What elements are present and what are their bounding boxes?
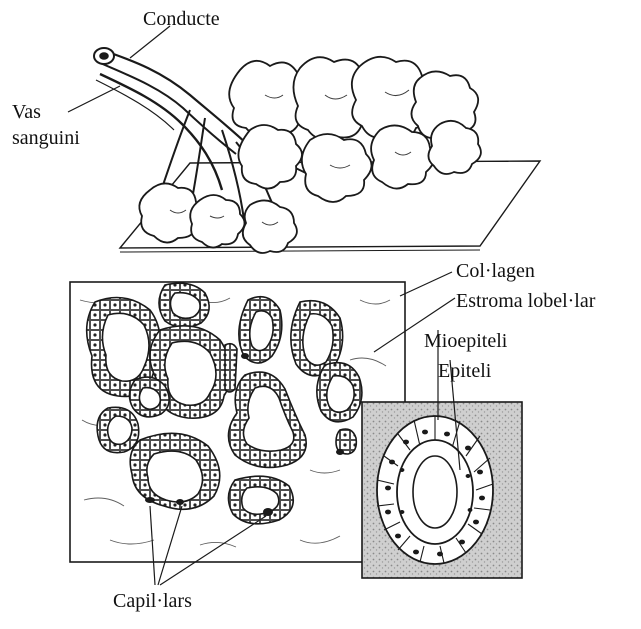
label-collagen: Col·lagen (456, 260, 535, 282)
label-epiteli: Epiteli (438, 360, 491, 382)
label-mioepiteli: Mioepiteli (424, 330, 507, 352)
leader-lines-top (68, 26, 170, 112)
label-sanguini: sanguini (12, 127, 80, 149)
label-estroma: Estroma lobel·lar (456, 290, 595, 312)
inset-acinus (362, 402, 522, 578)
label-vas: Vas (12, 101, 41, 123)
top-lobule-group (94, 48, 540, 253)
duct-main (108, 52, 248, 145)
tissue-section (70, 282, 405, 562)
label-capillars: Capil·lars (113, 590, 192, 612)
label-conductes: Conducte (143, 8, 220, 30)
